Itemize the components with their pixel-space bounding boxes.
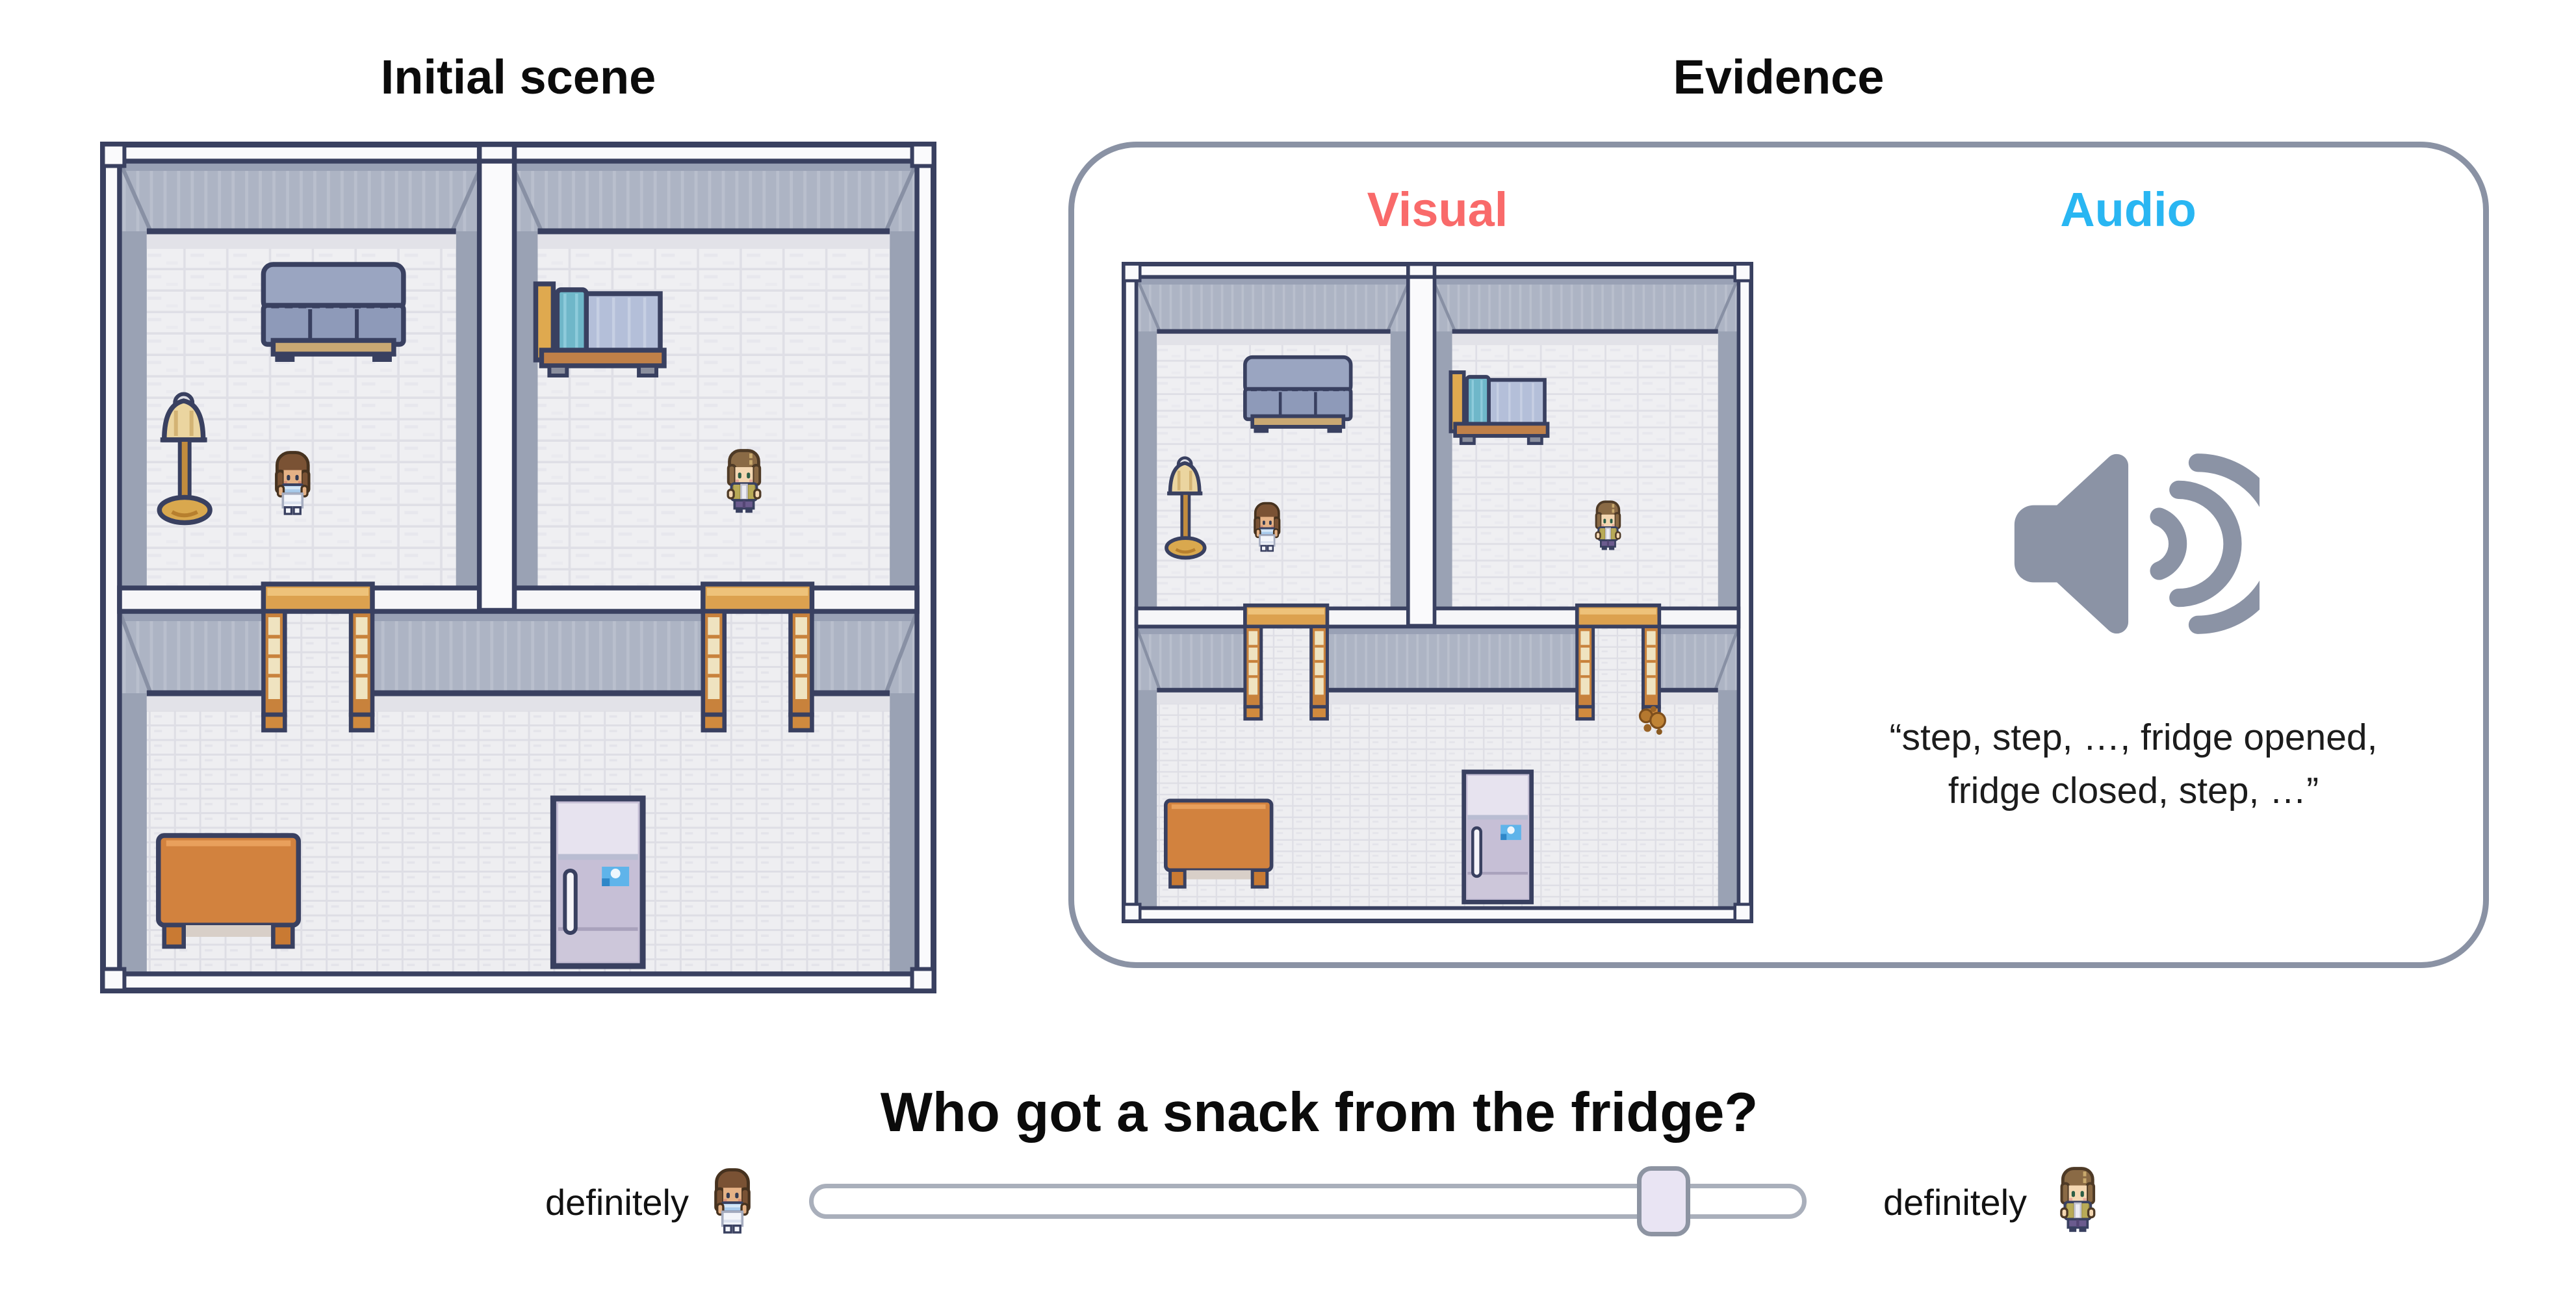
slider-left-label: definitely: [545, 1182, 689, 1223]
belief-slider-track[interactable]: [809, 1166, 1807, 1236]
slider-right-label: definitely: [1883, 1182, 2028, 1223]
audio-transcript-line2: fridge closed, step, …”: [1948, 770, 2319, 811]
evidence-title: Evidence: [1673, 50, 1885, 104]
initial-scene-illustration: [100, 142, 936, 993]
audio-transcript-line1: “step, step, …, fridge opened,: [1889, 717, 2378, 758]
evidence-visual-illustration: [1122, 262, 1753, 923]
boy-character-icon: [2051, 1166, 2104, 1233]
girl-character-icon: [706, 1167, 759, 1234]
audio-label: Audio: [2060, 183, 2196, 236]
visual-label: Visual: [1367, 183, 1508, 236]
question-title: Who got a snack from the fridge?: [880, 1082, 1758, 1143]
belief-slider-handle[interactable]: [1637, 1166, 1691, 1236]
audio-transcript: “step, step, …, fridge opened, fridge cl…: [1783, 711, 2484, 817]
speaker-icon: [2005, 447, 2260, 641]
initial-scene-title: Initial scene: [380, 50, 656, 104]
